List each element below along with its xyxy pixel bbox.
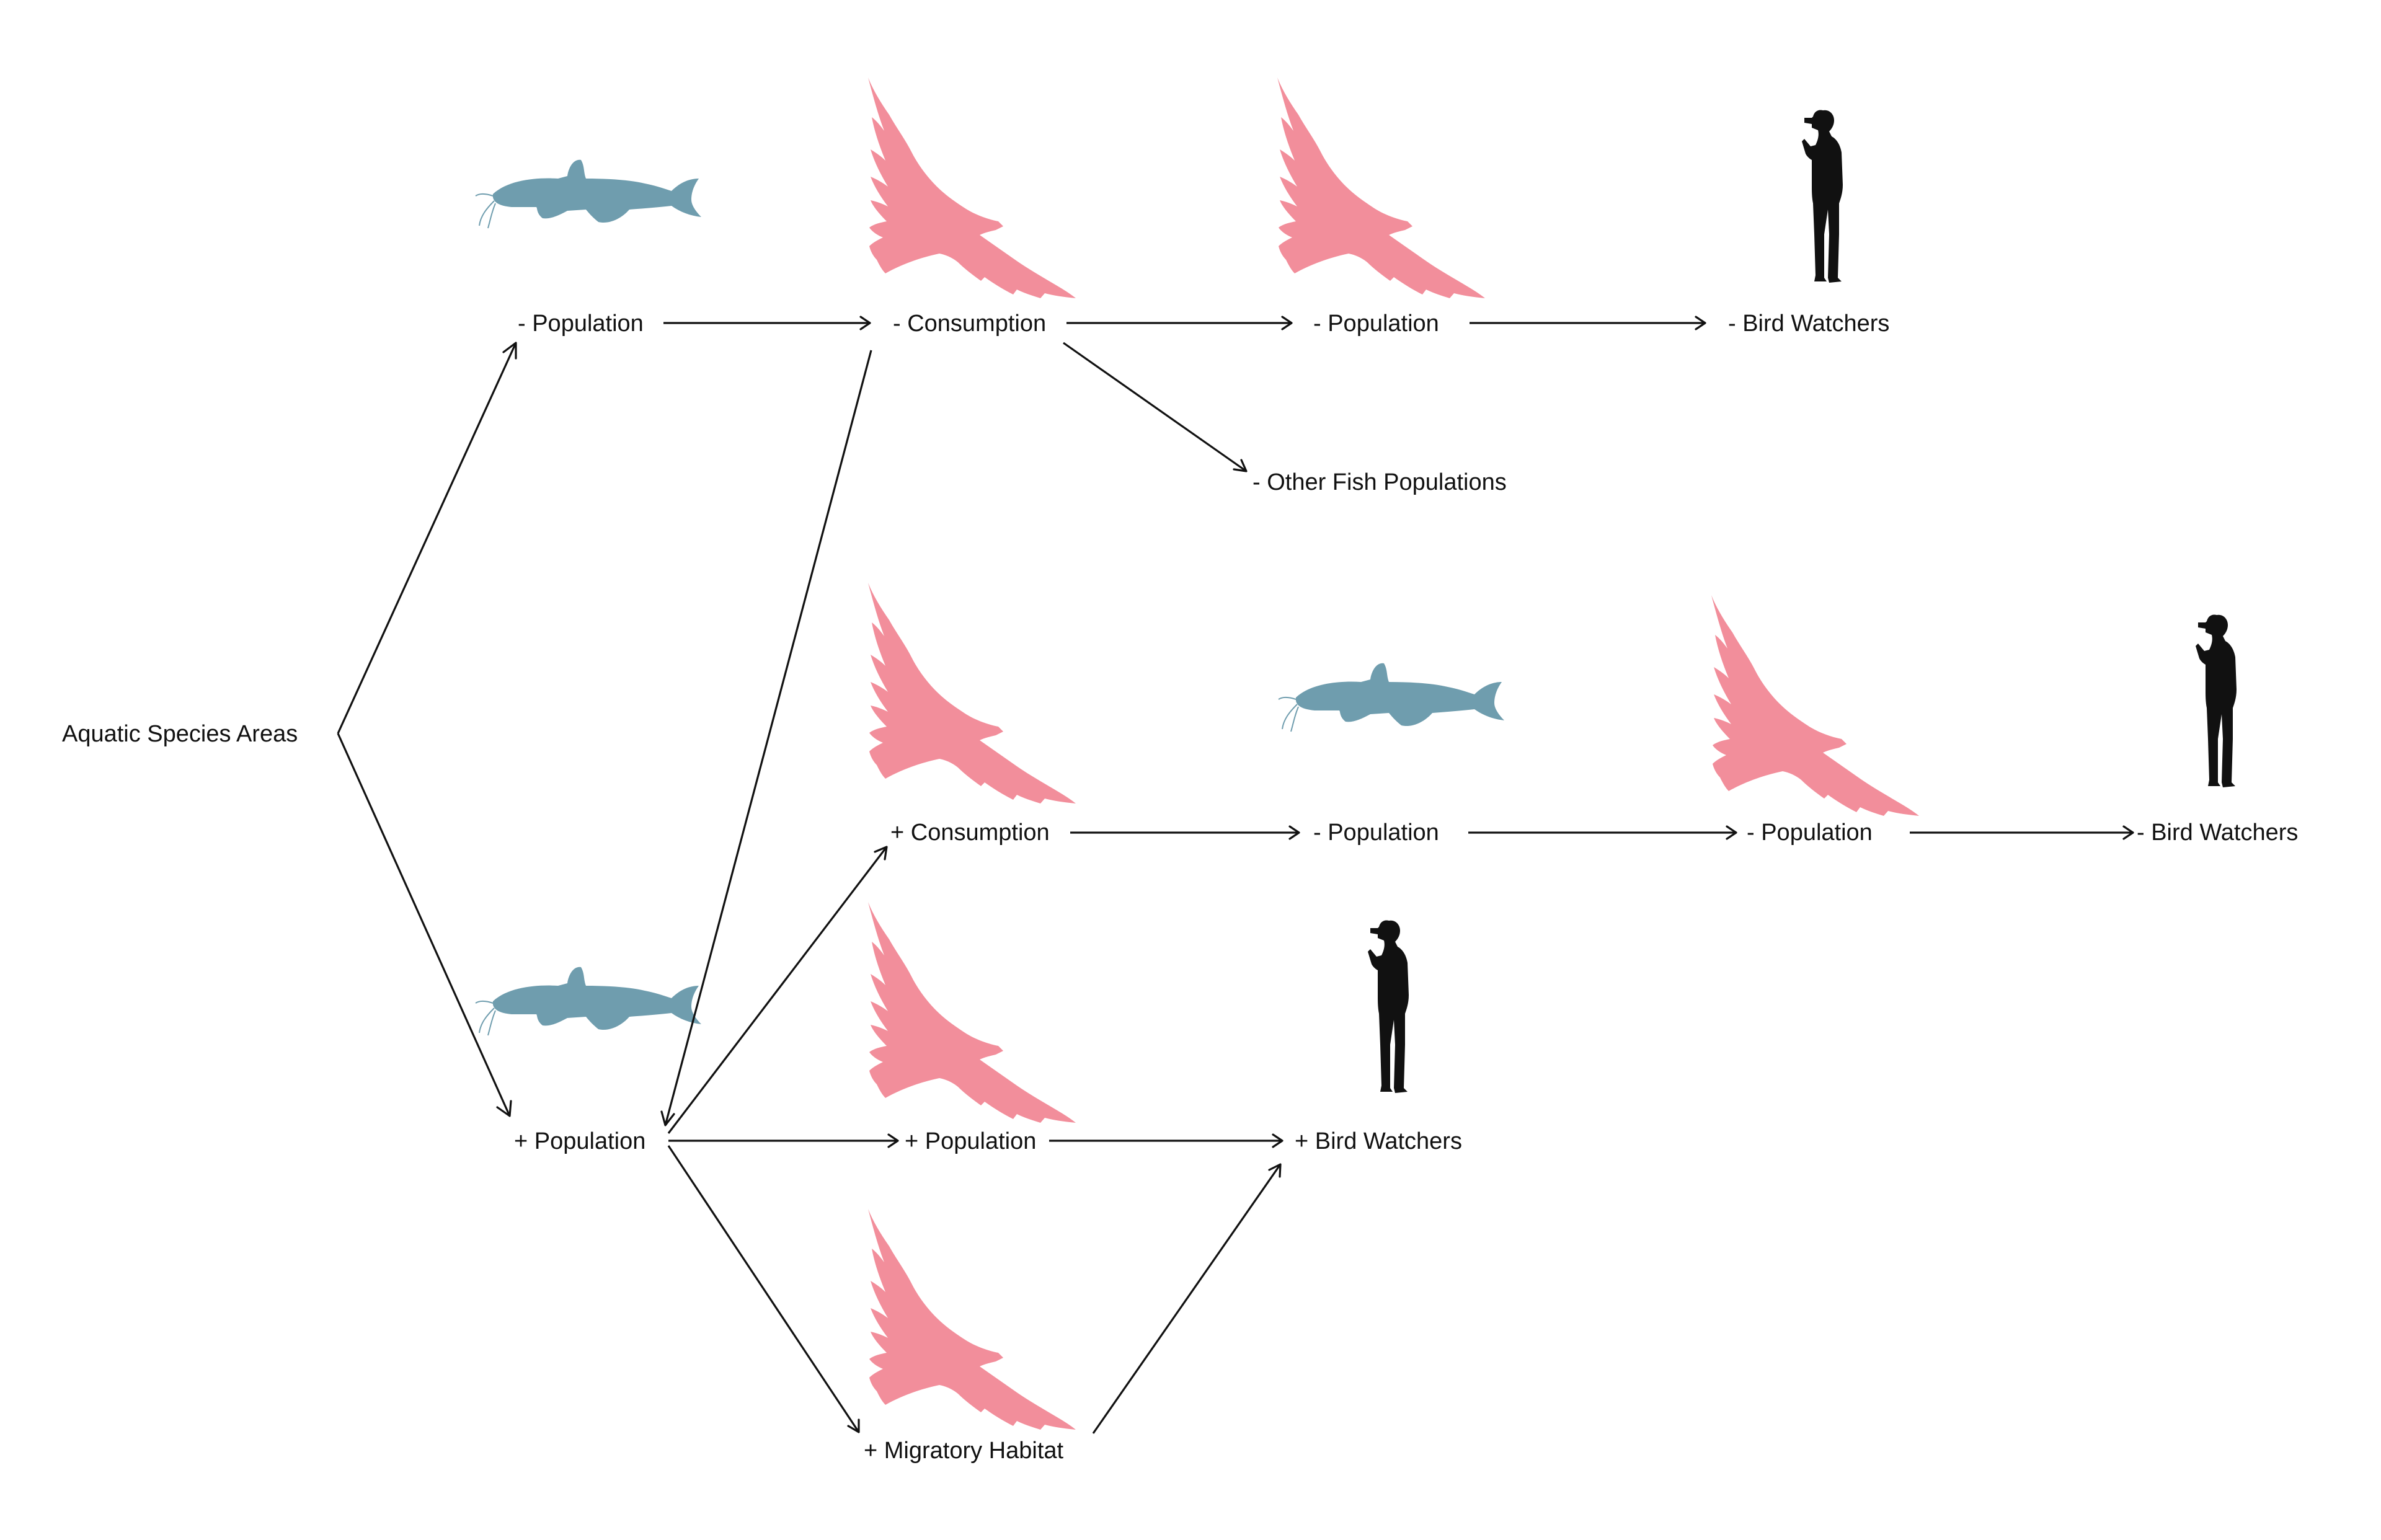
arrow-consumption-minus-to-other-fish [1063, 342, 1248, 472]
bird-watcher-icon [1368, 920, 1409, 1093]
arrow-consumption-minus-to-fish-pop-plus [660, 350, 872, 1126]
bird-watchers-minus-mid-label: - Bird Watchers [2137, 820, 2298, 846]
other-fish-populations-label: - Other Fish Populations [1253, 469, 1507, 495]
eagle-icon [868, 77, 1076, 298]
arrow-fish-pop-plus-to-consumption-plus [667, 846, 888, 1134]
arrow-fish-pop-minus-mid-to-bird-pop-minus-mid [1468, 825, 1737, 840]
arrow-fish-pop-plus-to-migratory-habitat [667, 1145, 860, 1433]
bird-watchers-minus-top-label: - Bird Watchers [1728, 311, 1889, 337]
arrow-fish-pop-plus-to-bird-pop-plus [668, 1133, 899, 1148]
bird-population-plus-label: + Population [905, 1128, 1036, 1154]
arrow-fish-pop-minus-to-consumption-minus [663, 316, 871, 330]
arrow-bird-pop-plus-to-bird-watchers-plus [1049, 1133, 1284, 1148]
bird-watcher-icon [2196, 614, 2237, 787]
consumption-minus-label: - Consumption [893, 311, 1046, 337]
fish-population-plus-label: + Population [514, 1128, 645, 1154]
fish-population-minus-label: - Population [518, 311, 644, 337]
root-label: Aquatic Species Areas [62, 721, 298, 747]
catfish-icon [475, 159, 702, 229]
arrow-consumption-minus-to-bird-pop-minus [1066, 316, 1293, 330]
bird-watchers-plus-label: + Bird Watchers [1295, 1128, 1462, 1154]
catfish-icon [1278, 662, 1505, 732]
bird-population-minus-top-label: - Population [1313, 311, 1439, 337]
arrow-migratory-habitat-to-bird-watchers-plus [1092, 1163, 1282, 1434]
bird-watcher-icon [1802, 110, 1843, 283]
arrow-consumption-plus-to-fish-pop-minus-mid [1070, 825, 1300, 840]
arrow-root-to-fish-pop-plus [337, 733, 512, 1117]
consumption-plus-label: + Consumption [890, 820, 1050, 846]
eagle-icon [868, 1209, 1076, 1430]
fish-population-minus-mid-label: - Population [1313, 820, 1439, 846]
arrow-bird-pop-minus-mid-to-bird-watchers-minus-mid [1910, 825, 2134, 840]
catfish-icon [475, 966, 702, 1036]
arrow-root-to-fish-pop-minus [337, 342, 517, 734]
eagle-icon [1711, 595, 1919, 816]
migratory-habitat-label: + Migratory Habitat [864, 1438, 1064, 1464]
eagle-icon [1277, 77, 1485, 298]
eagle-icon [868, 583, 1076, 803]
eagle-icon [868, 902, 1076, 1123]
bird-population-minus-mid-label: - Population [1747, 820, 1873, 846]
arrow-bird-pop-minus-to-bird-watchers-minus [1470, 316, 1706, 330]
